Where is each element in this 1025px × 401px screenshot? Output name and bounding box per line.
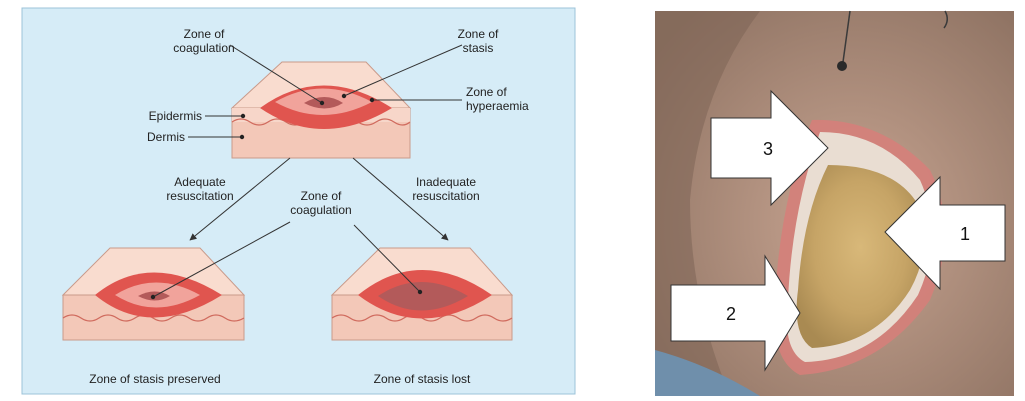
label-zone-coagulation-top-1: Zone of (184, 27, 225, 41)
label-inadequate-2: resuscitation (412, 189, 479, 203)
label-adequate-2: resuscitation (166, 189, 233, 203)
label-adequate-1: Adequate (174, 175, 226, 189)
label-zone-coagulation-top-2: coagulation (173, 41, 234, 55)
label-epidermis: Epidermis (149, 109, 202, 123)
label-zone-coagulation-mid-1: Zone of (301, 189, 342, 203)
label-zone-stasis-1: Zone of (458, 27, 499, 41)
label-stasis-preserved: Zone of stasis preserved (89, 372, 220, 386)
label-zone-stasis-2: stasis (463, 41, 494, 55)
label-zone-hyperaemia-1: Zone of (466, 85, 507, 99)
arrow-3-number: 3 (763, 139, 773, 159)
burn-photo: 3 1 2 (655, 11, 1014, 396)
label-dermis: Dermis (147, 130, 185, 144)
label-stasis-lost: Zone of stasis lost (374, 372, 471, 386)
label-zone-coagulation-mid-2: coagulation (290, 203, 351, 217)
label-inadequate-1: Inadequate (416, 175, 476, 189)
label-zone-hyperaemia-2: hyperaemia (466, 99, 529, 113)
arrow-2-number: 2 (726, 304, 736, 324)
arrow-1-number: 1 (960, 224, 970, 244)
burn-zones-diagram: Zone of coagulation Zone of stasis Zone … (22, 8, 575, 394)
necklace-pendant (837, 61, 847, 71)
